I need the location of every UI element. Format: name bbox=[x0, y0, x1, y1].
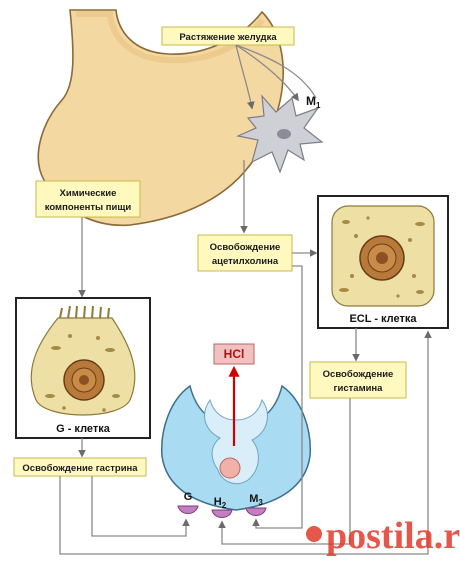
receptor-m3-shape bbox=[245, 507, 267, 516]
histamine-release-box: Освобождение гистамина bbox=[309, 361, 407, 399]
g-cell-label: G - клетка bbox=[56, 423, 111, 435]
receptor-h2-label: H2 bbox=[214, 496, 227, 510]
g-cell-organelles bbox=[45, 334, 120, 412]
receptor-g-label: G bbox=[184, 491, 193, 503]
ach-release-label-2: ацетилхолина bbox=[212, 256, 279, 267]
neuron-m1-label: M1 bbox=[306, 94, 321, 110]
ecl-cell-panel: ECL - клетка bbox=[317, 195, 449, 329]
g-cell-panel: G - клетка bbox=[15, 297, 151, 439]
parietal-cell bbox=[161, 365, 311, 511]
neuron-nucleus bbox=[277, 129, 291, 139]
ach-release-label-1: Освобождение bbox=[210, 242, 281, 253]
ach-release-box: Освобождение ацетилхолина bbox=[197, 234, 293, 272]
stomach-distension-label: Растяжение желудка bbox=[179, 32, 277, 43]
food-chemicals-box: Химические компоненты пищи bbox=[35, 180, 141, 218]
receptors: G H2 M3 bbox=[177, 491, 267, 518]
histamine-release-label-1: Освобождение bbox=[323, 369, 394, 380]
hcl-label: HCl bbox=[224, 347, 245, 361]
watermark-text: postila.ru bbox=[326, 515, 460, 557]
food-chemicals-label-1: Химические bbox=[60, 188, 117, 199]
hcl-box: HCl bbox=[213, 343, 255, 365]
gastrin-release-box: Освобождение гастрина bbox=[13, 457, 147, 477]
watermark: postila.ru bbox=[306, 515, 460, 557]
neuron-m1: M1 bbox=[236, 94, 324, 174]
stomach-distension-box: Растяжение желудка bbox=[161, 26, 295, 46]
connectors bbox=[59, 44, 432, 555]
receptor-h2-shape bbox=[211, 509, 233, 518]
ecl-organelles bbox=[339, 216, 425, 298]
food-chemicals-label-2: компоненты пищи bbox=[45, 202, 132, 213]
ecl-cell-label: ECL - клетка bbox=[349, 313, 417, 325]
receptor-m3-label: M3 bbox=[249, 493, 263, 507]
gastrin-release-label: Освобождение гастрина bbox=[22, 463, 138, 474]
receptor-g-shape bbox=[177, 505, 199, 514]
histamine-release-label-2: гистамина bbox=[334, 383, 384, 394]
parietal-nucleus bbox=[219, 457, 241, 479]
